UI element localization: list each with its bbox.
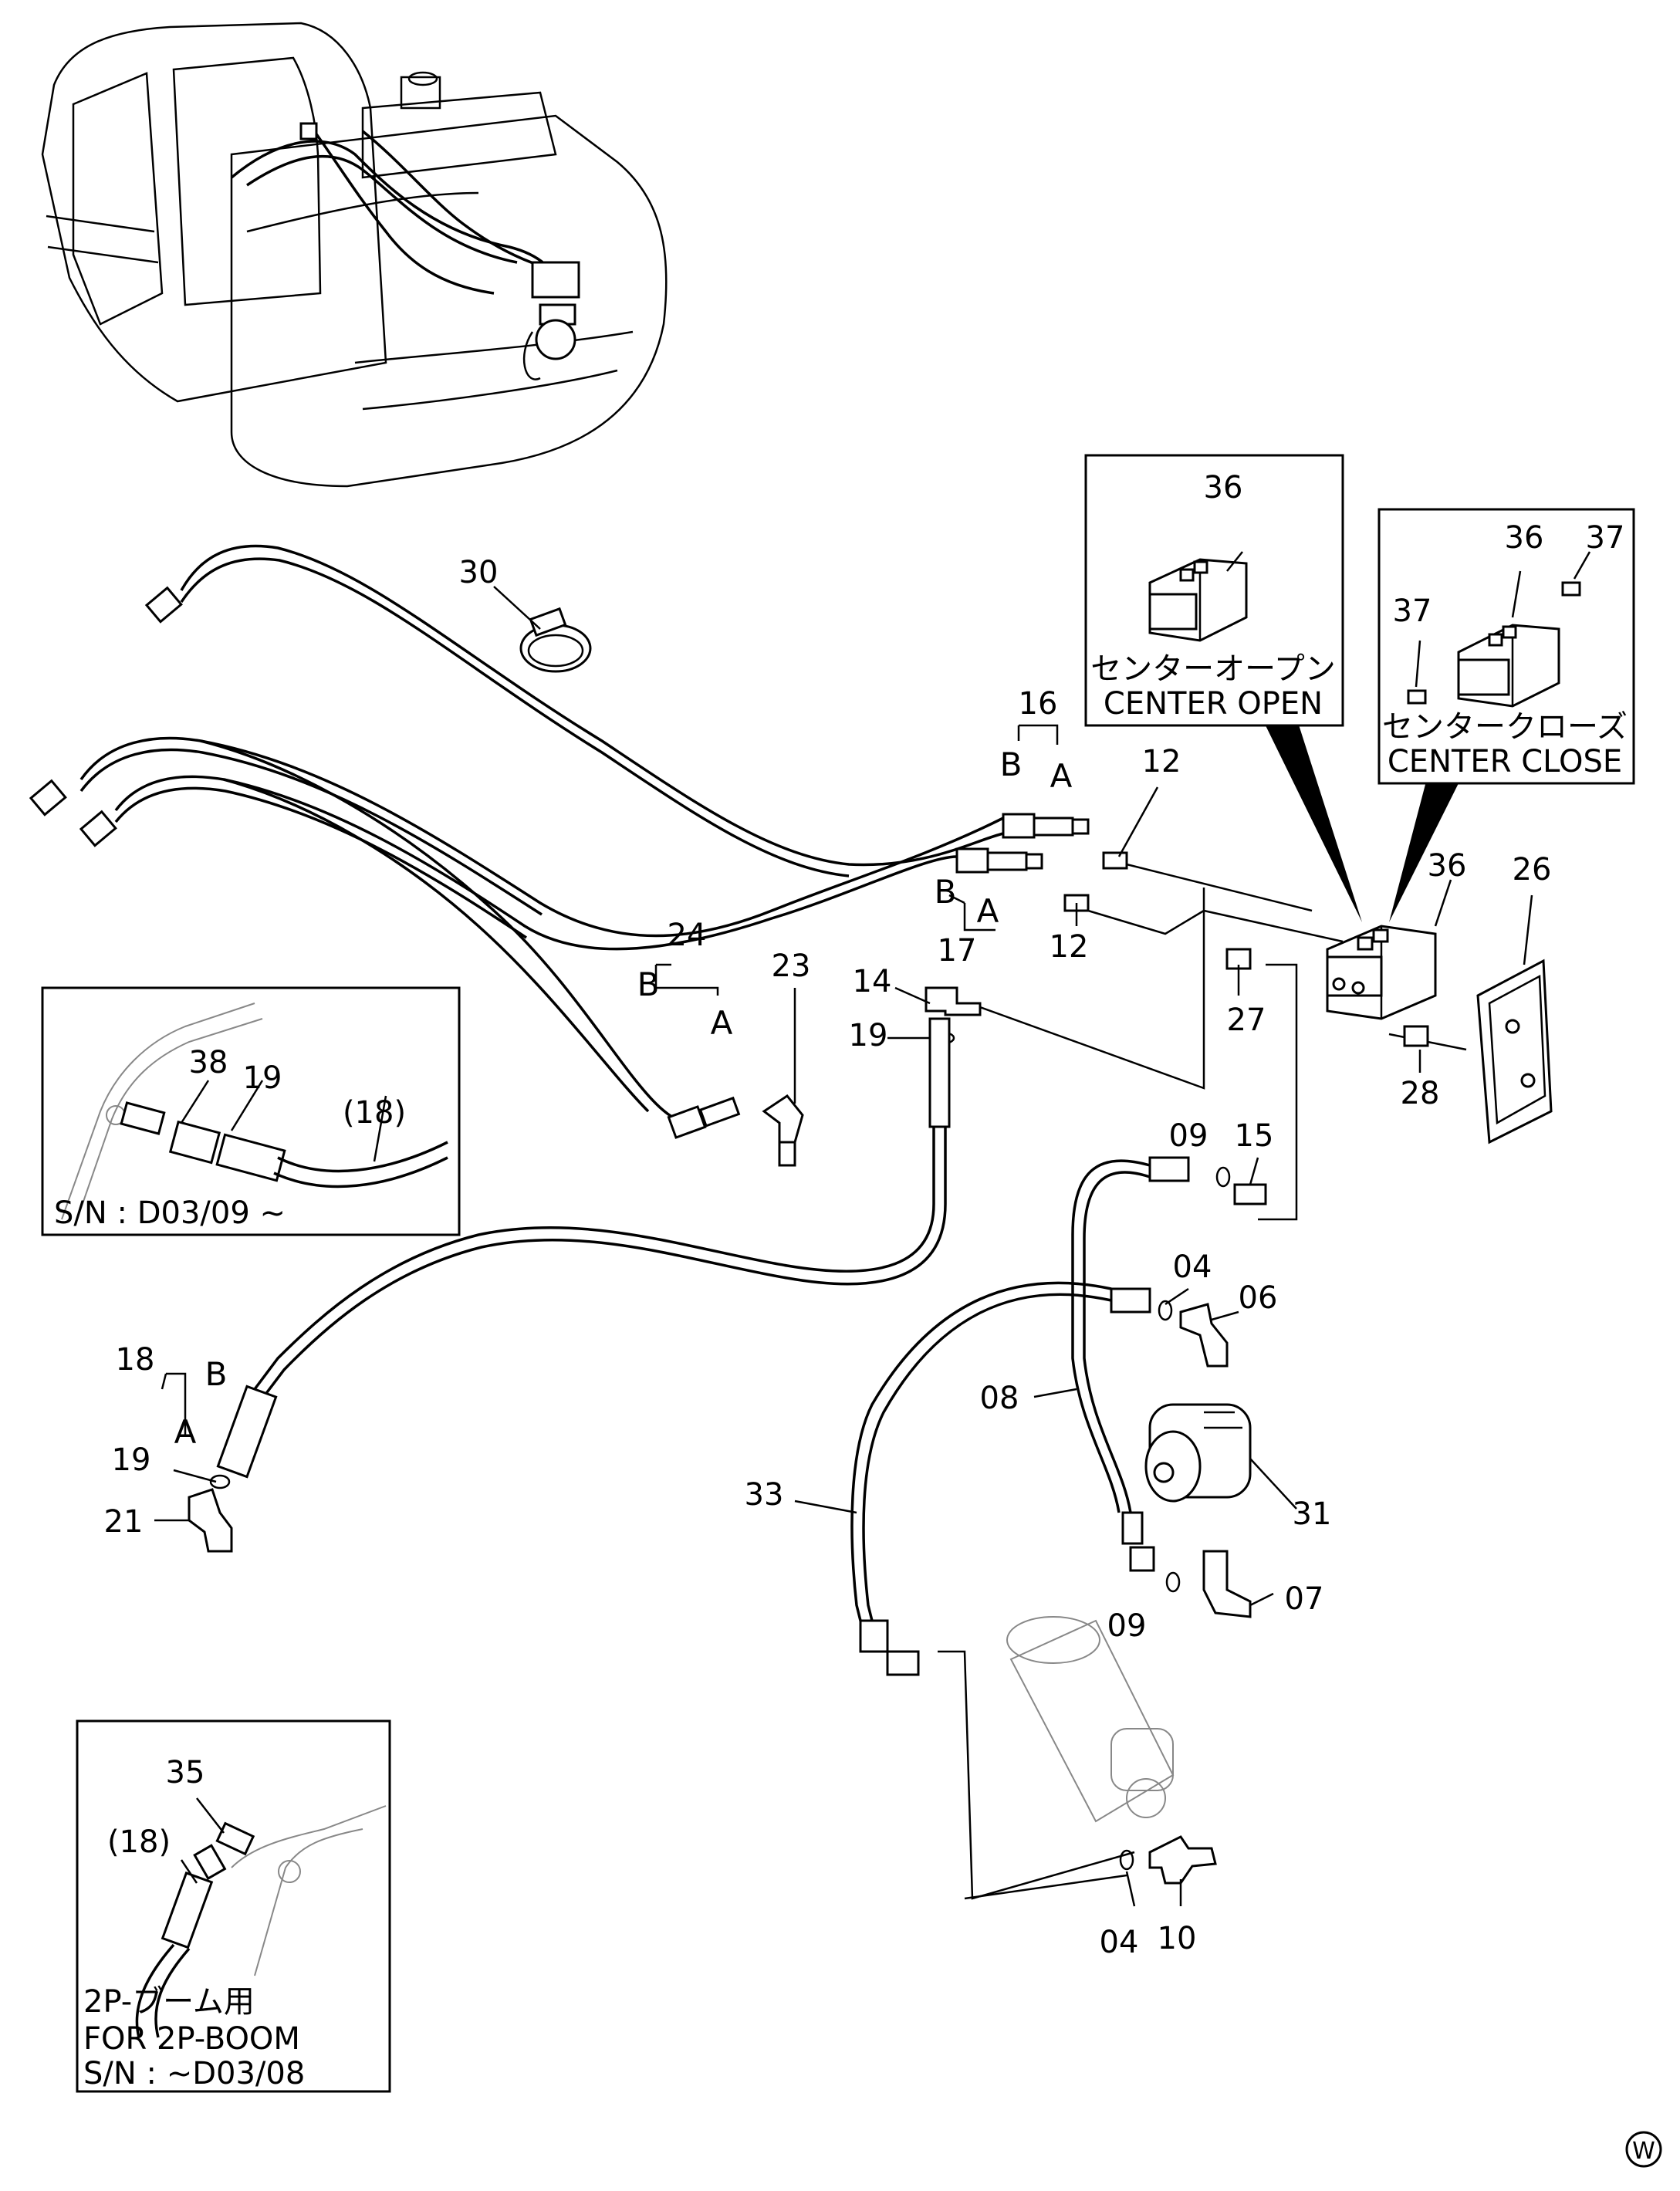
label-leaders: [154, 586, 1533, 1907]
label-09-top: 09: [1169, 1118, 1208, 1154]
label-30: 30: [459, 555, 499, 590]
center-open-en: CENTER OPEN: [1104, 686, 1323, 722]
label-36: 36: [1428, 848, 1467, 884]
label-16: 16: [1019, 686, 1058, 722]
label-14: 14: [853, 964, 892, 999]
label-08: 08: [980, 1381, 1019, 1416]
label-24: 24: [668, 918, 707, 953]
label-36-open: 36: [1204, 470, 1243, 505]
inset-2p-boom: 35 (18) 2P-ブーム用 FOR 2P-BOOM S/N : ~D03/0…: [76, 1719, 391, 2093]
inset-center-open: 36 センターオープン CENTER OPEN: [1084, 454, 1344, 727]
hose-clamp-30: [519, 607, 592, 673]
label-04-bottom: 04: [1100, 1925, 1139, 1960]
leader-lines: [938, 863, 1467, 1900]
label-24-b: B: [637, 965, 660, 1003]
label-31: 31: [1293, 1496, 1332, 1532]
inset-center-close: 36 37 37 センタークローズ CENTER CLOSE: [1377, 508, 1635, 785]
label-12-bottom: 12: [1050, 929, 1089, 965]
center-close-jp: センタークローズ: [1382, 709, 1628, 745]
label-18: 18: [116, 1342, 155, 1378]
boom2p-en: FOR 2P-BOOM: [83, 2021, 300, 2057]
label-18-a: A: [174, 1413, 197, 1451]
label-24-a: A: [711, 1004, 733, 1042]
pump-31: [1144, 1403, 1252, 1503]
label-21: 21: [104, 1504, 144, 1540]
label-19-main: 19: [849, 1018, 888, 1053]
sn-new-text: S/N : D03/09 ~: [54, 1195, 286, 1231]
center-close-en: CENTER CLOSE: [1388, 744, 1622, 779]
corner-mark: W: [1625, 2131, 1662, 2168]
label-18-boom: (18): [107, 1824, 171, 1860]
cylinder: [1006, 1616, 1175, 1823]
label-16-b: B: [1000, 746, 1023, 783]
center-open-jp: センターオープン: [1090, 651, 1336, 687]
label-04-top: 04: [1173, 1249, 1212, 1285]
label-19-inset: 19: [243, 1060, 282, 1096]
label-17-a: A: [977, 892, 999, 930]
label-18-inset: (18): [343, 1095, 406, 1131]
label-09-bottom: 09: [1107, 1608, 1147, 1644]
label-19-lower: 19: [112, 1442, 151, 1478]
label-26: 26: [1513, 852, 1552, 888]
boom2p-jp: 2P-ブーム用: [83, 1984, 255, 2020]
part-labels: 30 16 B A 12 B A 17 12 36 26 24 B A 23 1…: [104, 555, 1552, 1960]
inset-sn-d0309: 38 19 (18) S/N : D03/09 ~: [41, 986, 461, 1236]
valve-36-assembly: [1326, 925, 1437, 1020]
label-28: 28: [1401, 1076, 1440, 1111]
label-37-close-left: 37: [1393, 593, 1432, 629]
label-17: 17: [938, 933, 977, 969]
label-18-b: B: [205, 1355, 228, 1393]
pointer-center-close: [1389, 776, 1462, 922]
label-35: 35: [166, 1755, 205, 1790]
label-17-b: B: [935, 873, 957, 911]
label-06: 06: [1239, 1280, 1278, 1316]
label-12-top: 12: [1142, 744, 1181, 779]
label-15: 15: [1235, 1118, 1274, 1154]
label-38: 38: [189, 1045, 228, 1080]
boom2p-sn: S/N : ~D03/08: [83, 2056, 305, 2091]
label-07: 07: [1285, 1581, 1324, 1617]
main-hoses: [29, 544, 1151, 1637]
bracket-26: [1476, 959, 1553, 1145]
label-33: 33: [745, 1477, 784, 1513]
label-36-close: 36: [1505, 520, 1544, 556]
excavator-overview: [41, 22, 668, 488]
fittings: [188, 813, 1429, 1885]
label-27: 27: [1227, 1003, 1266, 1038]
label-23: 23: [772, 948, 811, 984]
corner-mark-letter: W: [1632, 2138, 1655, 2165]
label-10: 10: [1158, 1921, 1197, 1956]
label-16-a: A: [1050, 757, 1073, 795]
label-37-close-right: 37: [1586, 520, 1625, 556]
pointer-center-open: [1262, 718, 1362, 922]
